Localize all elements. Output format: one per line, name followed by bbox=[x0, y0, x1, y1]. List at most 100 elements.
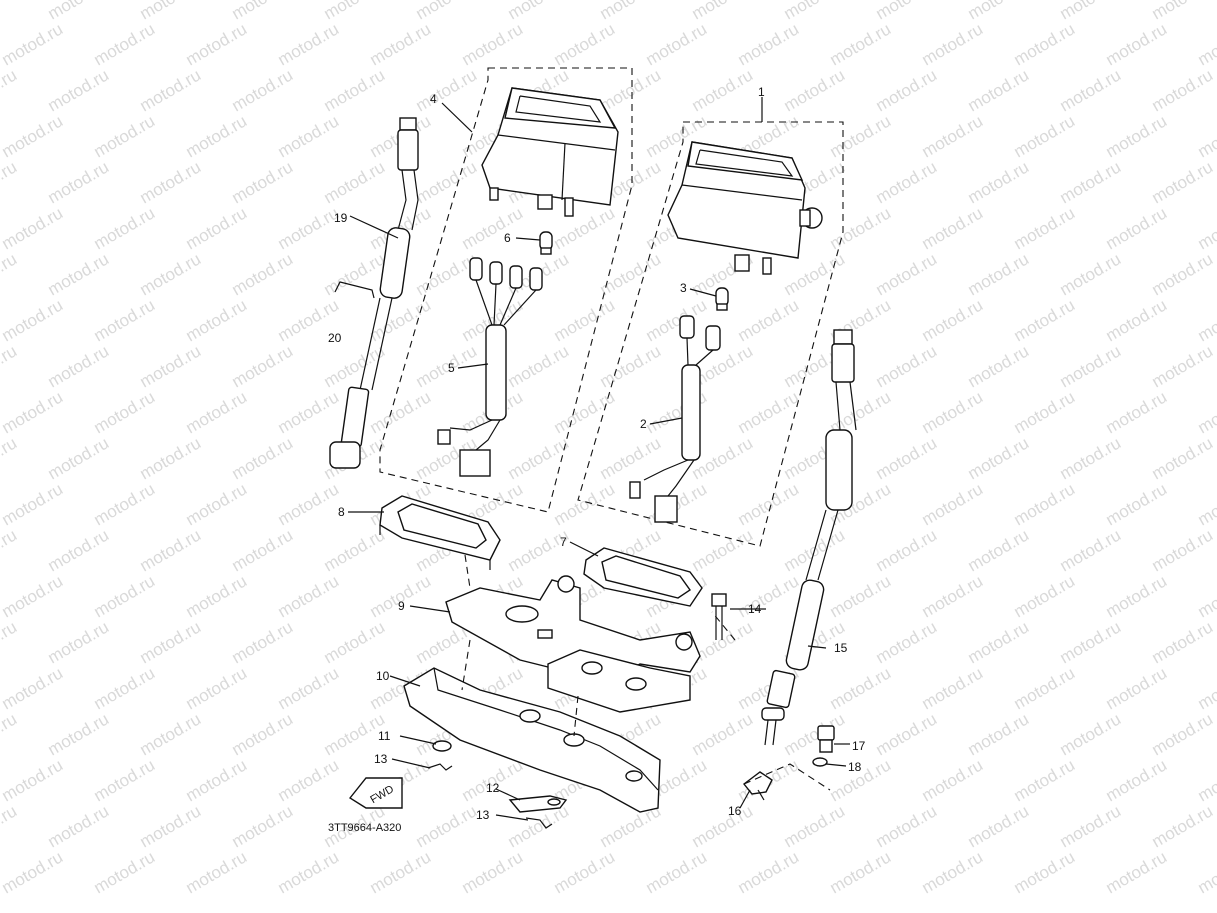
watermark-text: motod.ru bbox=[781, 709, 849, 759]
watermark-text: motod.ru bbox=[0, 663, 66, 713]
watermark-text: motod.ru bbox=[321, 617, 389, 667]
watermark-text: motod.ru bbox=[0, 479, 66, 529]
watermark-text: motod.ru bbox=[91, 203, 159, 253]
watermark-text: motod.ru bbox=[0, 387, 66, 437]
watermark-text: motod.ru bbox=[1057, 249, 1125, 299]
watermark-text: motod.ru bbox=[459, 203, 527, 253]
watermark-text: motod.ru bbox=[91, 479, 159, 529]
watermark-text: motod.ru bbox=[873, 617, 941, 667]
watermark-text: motod.ru bbox=[689, 65, 757, 115]
watermark-text: motod.ru bbox=[45, 65, 113, 115]
watermark-text: motod.ru bbox=[0, 295, 66, 345]
watermark-text: motod.ru bbox=[873, 525, 941, 575]
watermark-text: motod.ru bbox=[873, 249, 941, 299]
watermark-text: motod.ru bbox=[91, 571, 159, 621]
watermark-text: motod.ru bbox=[551, 295, 619, 345]
callout-11: 11 bbox=[378, 729, 391, 743]
watermark-text: motod.ru bbox=[0, 525, 20, 575]
watermark-text: motod.ru bbox=[321, 525, 389, 575]
watermark-text: motod.ru bbox=[1011, 111, 1079, 161]
watermark-text: motod.ru bbox=[965, 525, 1033, 575]
clip-12 bbox=[508, 795, 568, 813]
watermark-text: motod.ru bbox=[551, 19, 619, 69]
fitting-16 bbox=[743, 771, 773, 801]
watermark-text: motod.ru bbox=[1057, 801, 1125, 851]
watermark-text: motod.ru bbox=[827, 203, 895, 253]
watermark-text: motod.ru bbox=[45, 709, 113, 759]
callout-18: 18 bbox=[848, 760, 862, 774]
watermark-text: motod.ru bbox=[919, 387, 987, 437]
watermark-text: motod.ru bbox=[1103, 755, 1171, 805]
watermark-text: motod.ru bbox=[919, 847, 987, 897]
watermark-text: motod.ru bbox=[321, 65, 389, 115]
watermark-text: motod.ru bbox=[91, 755, 159, 805]
watermark-text: motod.ru bbox=[0, 709, 20, 759]
watermark-text: motod.ru bbox=[1057, 157, 1125, 207]
watermark-text: motod.ru bbox=[965, 341, 1033, 391]
watermark-text: motod.ru bbox=[1149, 617, 1217, 667]
watermark-text: motod.ru bbox=[183, 847, 251, 897]
watermark-text: motod.ru bbox=[1011, 755, 1079, 805]
watermark-text: motod.ru bbox=[183, 111, 251, 161]
bolt-17 bbox=[817, 725, 835, 753]
assembly-boundary-1 bbox=[577, 121, 844, 547]
bulb-3 bbox=[715, 287, 729, 311]
meter-bracket-9 bbox=[445, 575, 701, 713]
callout-13-upper: 13 bbox=[374, 752, 388, 766]
watermark-text: motod.ru bbox=[183, 19, 251, 69]
watermark-text: motod.ru bbox=[827, 111, 895, 161]
callout-3: 3 bbox=[680, 281, 687, 295]
watermark-text: motod.ru bbox=[689, 525, 757, 575]
watermark-text: motod.ru bbox=[275, 19, 343, 69]
watermark-text: motod.ru bbox=[1103, 663, 1171, 713]
watermark-text: motod.ru bbox=[551, 847, 619, 897]
diagram-code: 3TT9664-A320 bbox=[328, 822, 401, 834]
watermark-text: motod.ru bbox=[0, 433, 20, 483]
watermark-text: motod.ru bbox=[0, 157, 20, 207]
watermark-text: motod.ru bbox=[183, 755, 251, 805]
callout-10: 10 bbox=[376, 669, 390, 683]
cushion-8 bbox=[379, 495, 501, 570]
watermark-text: motod.ru bbox=[45, 525, 113, 575]
watermark-text: motod.ru bbox=[1149, 709, 1217, 759]
watermark-text: motod.ru bbox=[735, 847, 803, 897]
watermark-text: motod.ru bbox=[321, 341, 389, 391]
watermark-text: motod.ru bbox=[183, 203, 251, 253]
watermark-text: motod.ru bbox=[1149, 801, 1217, 851]
watermark-text: motod.ru bbox=[1011, 19, 1079, 69]
watermark-text: motod.ru bbox=[1195, 203, 1217, 253]
watermark-text: motod.ru bbox=[45, 157, 113, 207]
watermark-text: motod.ru bbox=[1149, 433, 1217, 483]
watermark-text: motod.ru bbox=[137, 249, 205, 299]
wire-harness-5 bbox=[437, 257, 543, 477]
watermark-text: motod.ru bbox=[1103, 847, 1171, 897]
watermark-text: motod.ru bbox=[183, 387, 251, 437]
watermark-text: motod.ru bbox=[827, 571, 895, 621]
watermark-text: motod.ru bbox=[183, 295, 251, 345]
watermark-text: motod.ru bbox=[965, 801, 1033, 851]
watermark-text: motod.ru bbox=[1103, 295, 1171, 345]
watermark-text: motod.ru bbox=[275, 571, 343, 621]
watermark-text: motod.ru bbox=[137, 433, 205, 483]
watermark-text: motod.ru bbox=[91, 19, 159, 69]
watermark-text: motod.ru bbox=[229, 801, 297, 851]
watermark-text: motod.ru bbox=[1103, 111, 1171, 161]
watermark-text: motod.ru bbox=[919, 111, 987, 161]
watermark-text: motod.ru bbox=[1195, 295, 1217, 345]
watermark-text: motod.ru bbox=[1103, 203, 1171, 253]
watermark-text: motod.ru bbox=[0, 755, 66, 805]
watermark-text: motod.ru bbox=[91, 663, 159, 713]
watermark-text: motod.ru bbox=[643, 19, 711, 69]
watermark-text: motod.ru bbox=[965, 617, 1033, 667]
watermark-text: motod.ru bbox=[919, 203, 987, 253]
watermark-text: motod.ru bbox=[91, 847, 159, 897]
watermark-text: motod.ru bbox=[919, 295, 987, 345]
watermark-text: motod.ru bbox=[919, 755, 987, 805]
watermark-text: motod.ru bbox=[1011, 847, 1079, 897]
watermark-text: motod.ru bbox=[873, 801, 941, 851]
tachometer-cable-15 bbox=[761, 329, 857, 746]
watermark-text: motod.ru bbox=[0, 341, 20, 391]
watermark-text: motod.ru bbox=[873, 65, 941, 115]
watermark-text: motod.ru bbox=[689, 801, 757, 851]
watermark-text: motod.ru bbox=[735, 571, 803, 621]
